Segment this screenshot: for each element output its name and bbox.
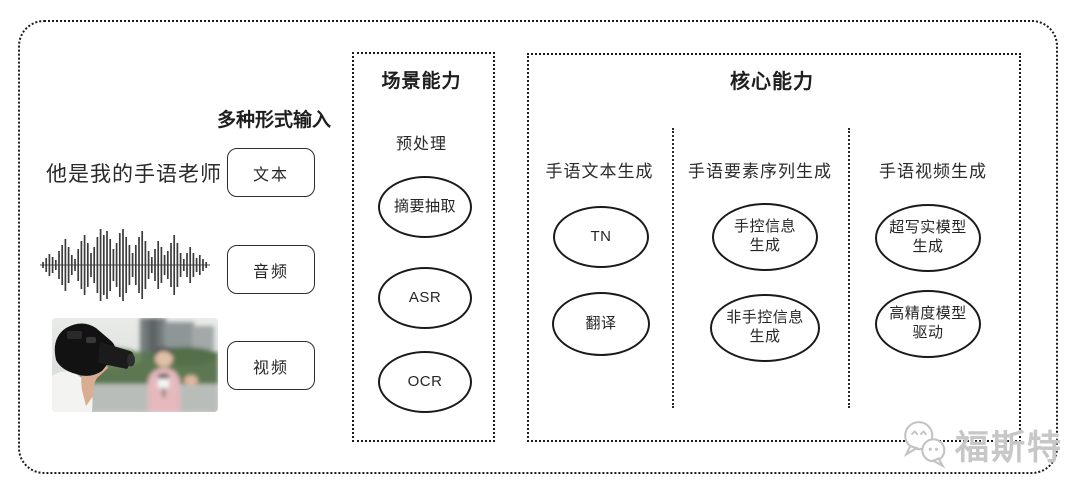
node-asr: ASR: [378, 267, 472, 329]
node-tn: TN: [553, 206, 649, 268]
wechat-chat-bubbles-icon: [903, 421, 946, 469]
audio-waveform-icon: [40, 229, 210, 301]
node-tn-label: TN: [590, 227, 612, 245]
input-type-audio-node: 音频: [227, 245, 315, 294]
input-type-audio-label: 音频: [252, 263, 289, 281]
input-type-video-node: 视频: [227, 341, 315, 390]
column-divider-2: [848, 128, 850, 408]
node-non-manual-info-generation: 非手控信息 生成: [710, 294, 820, 362]
scene-panel-title: 场景能力: [381, 71, 462, 92]
input-type-text-label: 文本: [252, 166, 289, 184]
input-type-text-node: 文本: [227, 148, 315, 197]
node-summary-extraction-label: 摘要抽取: [393, 197, 456, 215]
node-hyperrealistic-model-generation: 超写实模型 生成: [875, 204, 981, 272]
node-non-manual-info-generation-label: 非手控信息 生成: [726, 309, 804, 345]
input-section-label: 多种形式输入: [216, 110, 331, 131]
node-manual-info-generation-label: 手控信息 生成: [733, 218, 796, 254]
preprocess-stage-label: 预处理: [395, 136, 447, 153]
core-capability-panel: [527, 53, 1021, 442]
column-header-sign-video: 手语视频生成: [879, 162, 987, 181]
sample-sentence-text: 他是我的手语老师: [46, 163, 222, 186]
node-summary-extraction: 摘要抽取: [378, 176, 472, 238]
node-manual-info-generation: 手控信息 生成: [712, 203, 818, 271]
core-panel-title: 核心能力: [730, 71, 814, 93]
input-type-video-label: 视频: [252, 359, 289, 377]
node-translation-label: 翻译: [585, 314, 617, 332]
node-high-precision-model-driving-label: 高精度模型 驱动: [889, 305, 967, 341]
scene-capability-panel: [352, 52, 495, 442]
watermark-text: 福斯特: [955, 428, 1063, 467]
node-asr-label: ASR: [408, 288, 442, 306]
node-translation: 翻译: [552, 292, 650, 356]
column-divider-1: [672, 128, 674, 408]
watermark: 福斯特: [900, 419, 1063, 469]
node-ocr-label: OCR: [407, 372, 443, 390]
node-hyperrealistic-model-generation-label: 超写实模型 生成: [889, 219, 967, 255]
node-high-precision-model-driving: 高精度模型 驱动: [875, 290, 981, 358]
outer-dotted-border: [18, 20, 1058, 474]
node-ocr: OCR: [378, 351, 472, 413]
reporter-filming-photo: [52, 318, 218, 412]
column-header-sign-text: 手语文本生成: [545, 162, 654, 181]
column-header-sign-element-sequence: 手语要素序列生成: [688, 162, 832, 181]
